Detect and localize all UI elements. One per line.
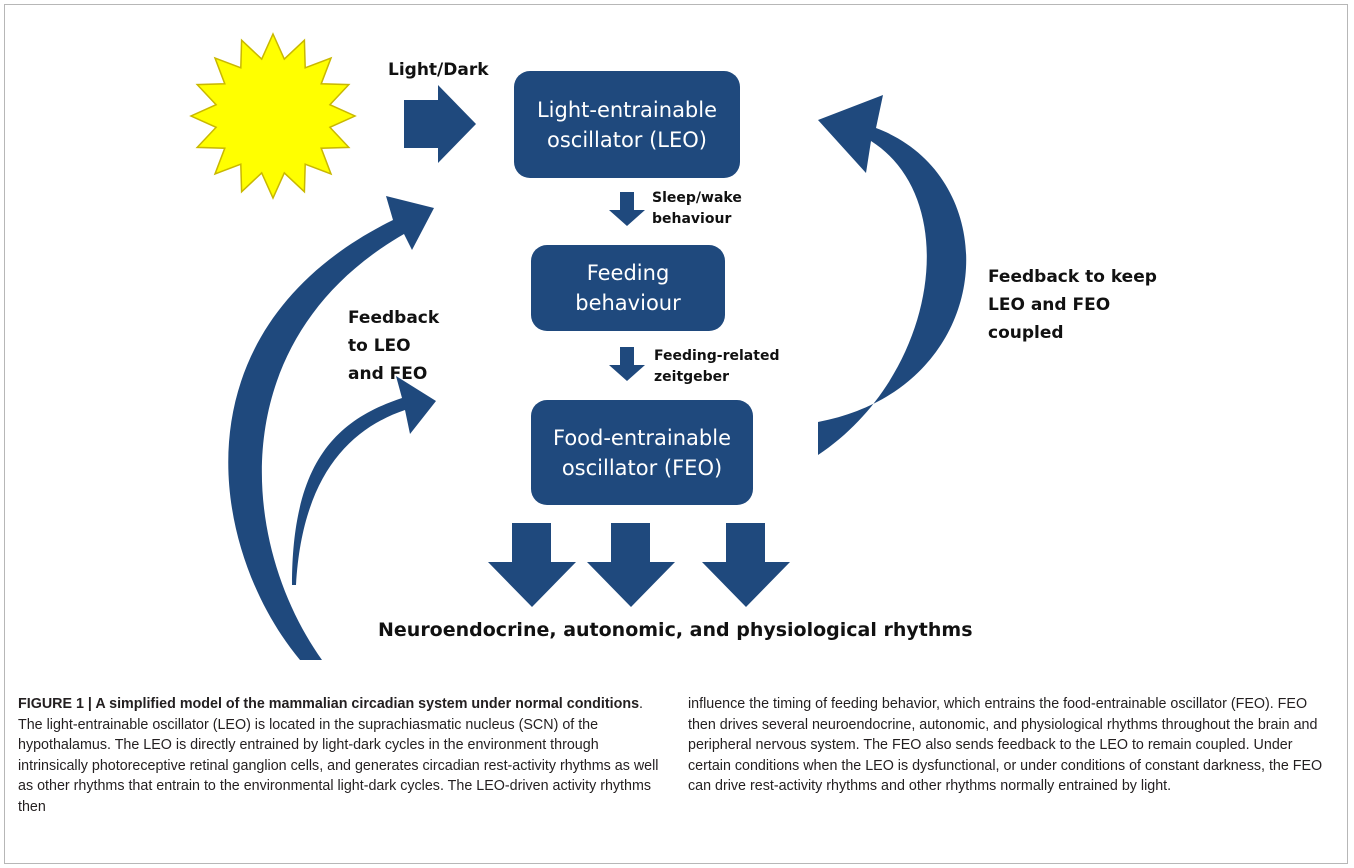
outputs-label: Neuroendocrine, autonomic, and physiolog…: [378, 619, 973, 641]
caption-right-text: influence the timing of feeding behavior…: [688, 696, 1323, 795]
feeding-box-label: Feeding behaviour: [575, 261, 681, 315]
feeding-behaviour-box: Feeding behaviour: [531, 245, 725, 331]
figure-frame: [4, 4, 1348, 864]
caption-title: FIGURE 1 | A simplified model of the mam…: [18, 696, 640, 712]
sun-icon: [189, 32, 357, 200]
feeding-related-zeitgeber-label: Feeding-related zeitgeber: [654, 348, 780, 385]
feedback-arrow-right: [818, 95, 967, 455]
light-dark-label: Light/Dark: [388, 60, 489, 80]
caption-left-text: . The light-entrainable oscillator (LEO)…: [18, 696, 659, 815]
leo-box-label: Light-entrainable oscillator (LEO): [536, 97, 718, 152]
feedback-arrow-left-small: [292, 376, 436, 585]
feedback-arrow-left-large: [228, 196, 434, 660]
caption-right-column: influence the timing of feeding behavior…: [688, 694, 1336, 862]
output-arrow-left: [488, 523, 576, 607]
feo-box: Food-entrainable oscillator (FEO): [531, 400, 753, 505]
sleep-wake-arrow: [609, 192, 645, 226]
caption-left-column: FIGURE 1 | A simplified model of the mam…: [18, 694, 670, 862]
output-arrow-right: [702, 523, 790, 607]
feeding-zeitgeber-arrow: [609, 347, 645, 381]
feo-box-label: Food-entrainable oscillator (FEO): [553, 425, 731, 480]
diagram-graphics: [189, 32, 967, 660]
figure-caption: FIGURE 1 | A simplified model of the mam…: [18, 694, 1336, 862]
sleep-wake-label: Sleep/wake behaviour: [652, 190, 742, 227]
circadian-diagram: Light-entrainable oscillator (LEO) Feedi…: [189, 32, 1157, 660]
light-dark-arrow: [404, 85, 476, 163]
feedback-right-label: Feedback to keep LEO and FEO coupled: [988, 267, 1157, 343]
output-arrow-middle: [587, 523, 675, 607]
leo-box: Light-entrainable oscillator (LEO): [514, 71, 740, 178]
feedback-left-label: Feedback to LEO and FEO: [348, 308, 440, 384]
